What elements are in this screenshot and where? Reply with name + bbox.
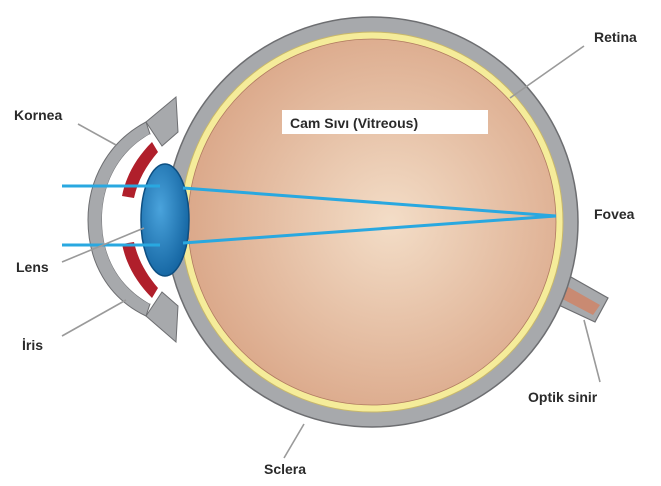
label-iris: İris [22, 337, 43, 353]
label-vitreous: Cam Sıvı (Vitreous) [290, 115, 418, 131]
leader-sclera [284, 424, 304, 458]
label-kornea: Kornea [14, 107, 62, 123]
label-fovea: Fovea [594, 206, 635, 222]
label-lens: Lens [16, 259, 49, 275]
vitreous-body [188, 39, 556, 405]
leader-optic-nerve [584, 320, 600, 382]
ciliary-upper [146, 97, 178, 146]
label-retina: Retina [594, 29, 637, 45]
leader-kornea [78, 124, 116, 145]
leader-retina [510, 46, 584, 98]
lens [141, 164, 189, 276]
leader-iris [62, 300, 126, 336]
label-sclera: Sclera [264, 461, 306, 477]
label-optic-nerve: Optik sinir [528, 389, 598, 405]
